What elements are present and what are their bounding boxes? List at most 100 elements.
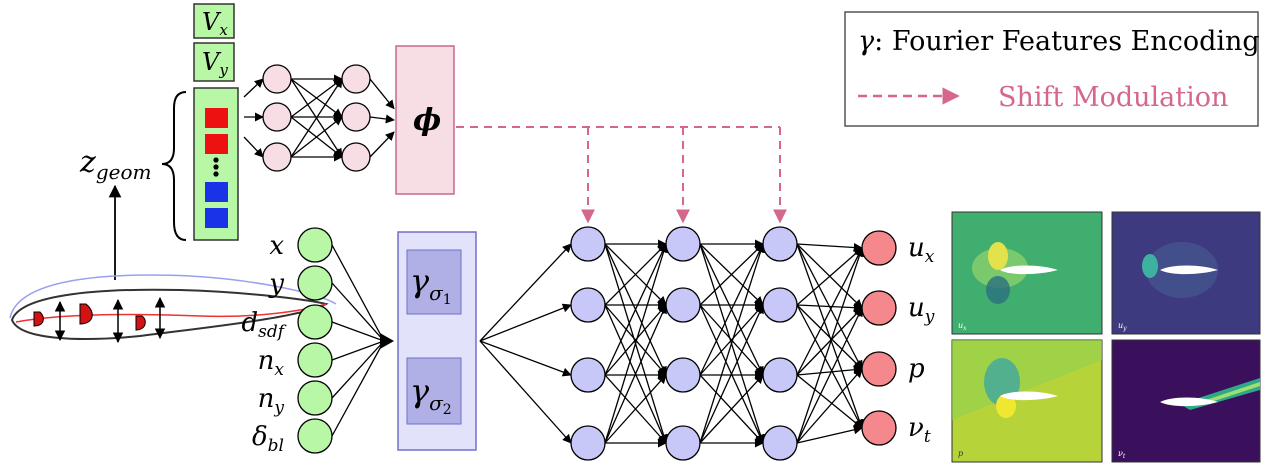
input-label-1: x (269, 231, 284, 261)
output-edge (796, 307, 863, 376)
legend-fourier-label: : Fourier Features Encoding (874, 26, 1260, 57)
hyper-to-phi-edge (369, 131, 395, 158)
encoder-to-layer-edge (479, 303, 572, 342)
input-nodes (297, 227, 333, 454)
hyper-to-phi-edge (369, 78, 395, 110)
hidden-edge-l1 (604, 243, 668, 444)
zgeom-label: zgeom (79, 145, 151, 184)
output-label-1: ux (908, 233, 935, 267)
output-edge (796, 304, 863, 370)
field-panel-nut: νt (1111, 339, 1261, 463)
field-panel-p-airfoil (1000, 391, 1058, 401)
hidden-node-l2-n1 (665, 226, 701, 262)
hyper-node-l2-n3 (341, 142, 371, 172)
latent-brace (161, 91, 187, 241)
field-panel-uy-front (1142, 254, 1158, 278)
field-panel-ux-low (986, 276, 1010, 304)
network-edges (243, 74, 864, 448)
field-panel-uy-tag: uy (1118, 321, 1127, 332)
input-node-4 (297, 342, 333, 378)
hidden-node-l3-n4 (762, 425, 798, 461)
hyper-node-l1-n2 (262, 102, 292, 132)
field-panel-p-region (952, 340, 1102, 420)
output-edge (796, 368, 863, 444)
input-to-encoder-edge (331, 340, 385, 361)
field-panel-ux-front (988, 242, 1008, 270)
airfoil-icon (9, 274, 337, 344)
output-edge (796, 303, 863, 313)
input-node-6 (297, 418, 333, 454)
field-panel-p-high (996, 394, 1016, 418)
field-panel-nut-airfoil (1160, 397, 1218, 407)
field-panel-ux-tag: ux (958, 321, 967, 332)
input-to-encoder-edge (331, 282, 385, 342)
encoder-to-layer-edge (479, 340, 572, 444)
shift-modulation-lines (456, 126, 787, 224)
output-edge (796, 247, 864, 444)
output-edge (796, 247, 863, 376)
field-panel-uy: uy (1111, 211, 1261, 335)
hyper-input-edge (243, 78, 264, 98)
hidden-edge-l1 (604, 304, 667, 444)
boundary-profile-1 (33, 311, 44, 327)
output-edge (796, 247, 863, 306)
input-label-6: δbl (252, 422, 284, 456)
output-edge (796, 243, 864, 429)
hidden-edge-l2 (699, 374, 764, 444)
encoder-2-box (406, 357, 462, 425)
hidden-edge-l2 (699, 243, 764, 376)
input-label-4: nx (258, 346, 285, 380)
legend: γ: Fourier Features Encoding Shift Modul… (844, 11, 1260, 127)
encoder-to-layer-edge (479, 243, 572, 342)
encoder-to-layer-edge (479, 340, 572, 377)
output-label-3: p (908, 354, 925, 384)
hyper-node-l1-n3 (262, 142, 292, 172)
hyper-to-phi-edge (369, 114, 395, 124)
output-edge (796, 304, 863, 429)
hidden-edge-l1 (604, 374, 667, 444)
main-network-nodes (570, 226, 798, 461)
output-nodes (861, 230, 897, 446)
output-edge (796, 242, 863, 253)
hidden-node-l1-n1 (570, 226, 606, 262)
output-edge (796, 425, 863, 444)
blue-block-2 (205, 208, 228, 228)
output-label-2: uy (908, 293, 935, 327)
encoder-1-label: γσ1 (410, 262, 452, 308)
field-panel-p-tag: p (958, 449, 963, 458)
vx-box (193, 3, 235, 39)
output-node-4 (861, 410, 897, 446)
hyper-node-l2-n2 (341, 102, 371, 132)
hidden-node-l1-n3 (570, 357, 606, 393)
boundary-profile-3 (135, 315, 146, 331)
output-node-1 (861, 230, 897, 266)
red-block-1 (205, 108, 228, 128)
field-panel-ux: ux (951, 211, 1103, 335)
vx-label: Vx (202, 8, 228, 39)
output-edge (796, 365, 863, 376)
camber-line (15, 303, 327, 323)
hyper-input-edge (243, 136, 264, 158)
phi-box (395, 45, 455, 195)
output-edge (796, 307, 863, 444)
field-panels: ux uy p νt (951, 211, 1261, 463)
input-label-3: dsdf (241, 308, 286, 342)
output-node-2 (861, 290, 897, 326)
output-edge (796, 374, 863, 429)
input-label-5: ny (258, 384, 285, 418)
hidden-node-l2-n2 (665, 287, 701, 323)
hyper-edge (290, 116, 343, 158)
hidden-edge-l2 (699, 243, 764, 306)
input-node-5 (297, 380, 333, 416)
input-to-encoder-edge (331, 244, 385, 342)
field-panel-nut-wake-core (1200, 382, 1260, 404)
output-node-3 (861, 351, 897, 387)
hidden-node-l3-n3 (762, 357, 798, 393)
encoder-1-box (406, 249, 462, 315)
field-panel-ux-airfoil (1000, 265, 1058, 275)
hidden-node-l3-n2 (762, 287, 798, 323)
hidden-node-l1-n2 (570, 287, 606, 323)
ellipsis-dot-1 (213, 157, 219, 163)
